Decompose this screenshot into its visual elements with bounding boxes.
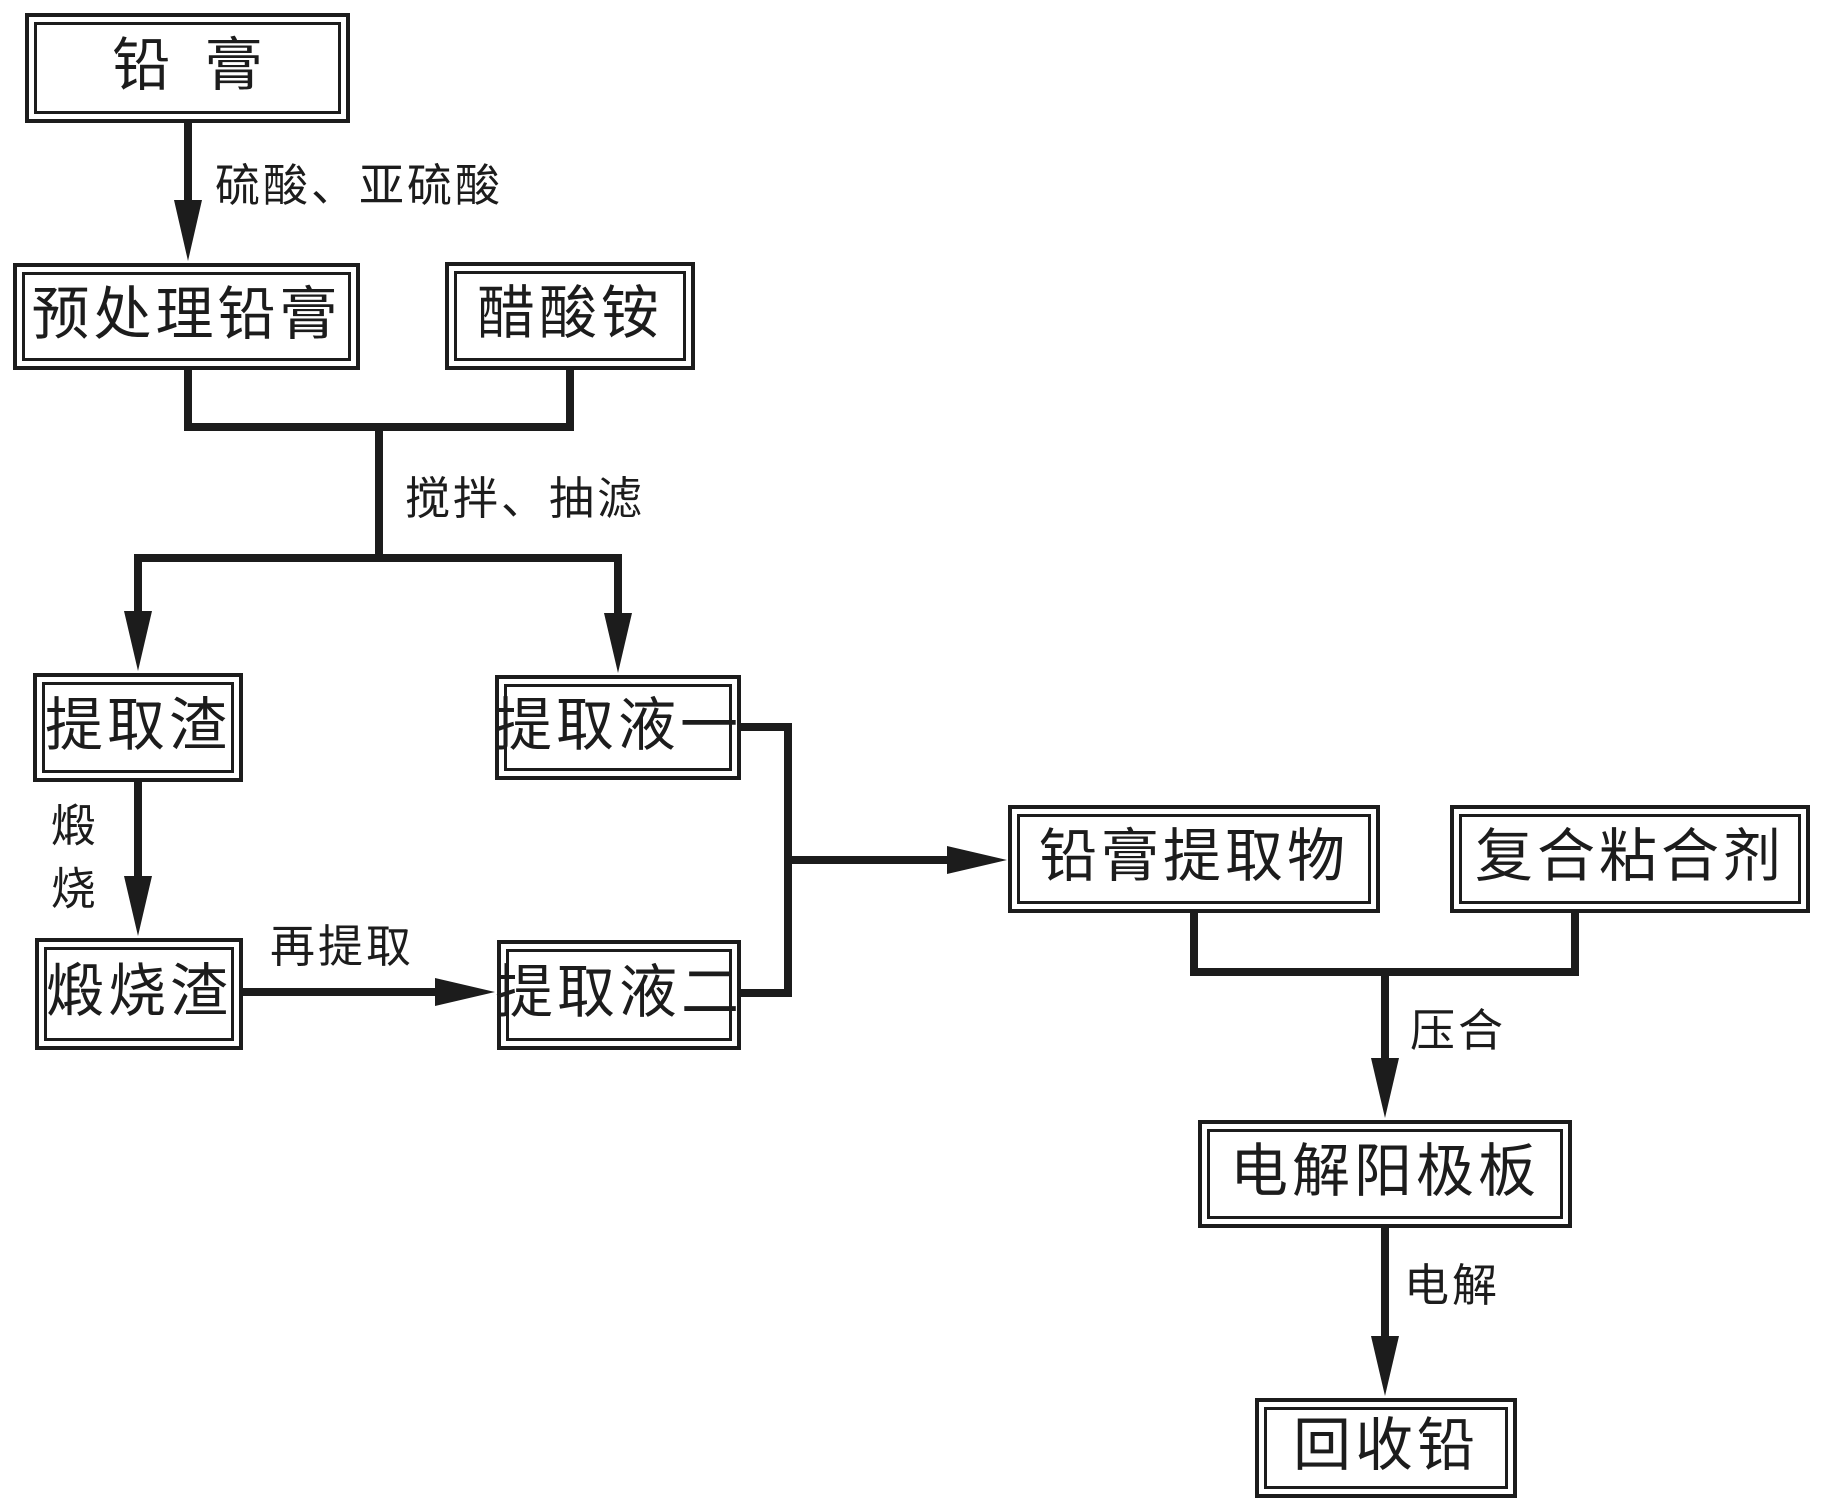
junction-pretreated-ammonium: [124, 368, 632, 673]
node-extraction-residue: 提取渣: [33, 673, 243, 782]
node-ammonium-acetate: 醋酸铵: [445, 262, 695, 370]
node-extract-liquid-2: 提取液二: [495, 940, 741, 1050]
edge-residue-to-calcined: [124, 780, 152, 936]
node-composite-binder: 复合粘合剂: [1450, 805, 1810, 913]
node-recovered-lead-label: 回收铅: [1264, 1407, 1508, 1489]
node-pretreated-lead-paste: 预处理铅膏: [13, 263, 360, 370]
node-electrolytic-anode-plate-label: 电解阳极板: [1207, 1129, 1563, 1219]
node-lead-paste-label: 铅 膏: [34, 22, 341, 114]
junction-extracts-to-paste-extract: [739, 723, 1007, 997]
node-extract-liquid-2-label: 提取液二: [495, 949, 739, 1041]
node-pretreated-lead-paste-label: 预处理铅膏: [22, 272, 351, 361]
node-lead-paste-extract-label: 铅膏提取物: [1017, 814, 1371, 904]
node-calcination-residue: 煅烧渣: [35, 938, 243, 1050]
node-electrolytic-anode-plate: 电解阳极板: [1198, 1120, 1572, 1228]
edge-label-pressing: 压合: [1410, 1006, 1507, 1056]
edge-calcined-to-extract2: [241, 978, 495, 1006]
junction-extract-binder: [1190, 911, 1579, 1118]
edge-leadpaste-to-pretreated: [174, 121, 202, 261]
node-calcination-residue-label: 煅烧渣: [44, 947, 234, 1041]
edge-label-sulfuric-acid: 硫酸、亚硫酸: [215, 161, 504, 211]
node-lead-paste: 铅 膏: [25, 13, 350, 123]
node-ammonium-acetate-label: 醋酸铵: [454, 271, 686, 361]
node-extract-liquid-1: 提取液一: [494, 675, 741, 780]
edge-label-calcination: 煅烧: [43, 802, 94, 928]
node-extract-liquid-1-label: 提取液一: [494, 684, 738, 771]
node-recovered-lead: 回收铅: [1255, 1398, 1517, 1498]
edge-label-stir-filter: 搅拌、抽滤: [405, 474, 646, 524]
node-extraction-residue-label: 提取渣: [42, 682, 234, 773]
edge-anode-to-recovered: [1371, 1226, 1399, 1396]
node-composite-binder-label: 复合粘合剂: [1459, 814, 1801, 904]
node-lead-paste-extract: 铅膏提取物: [1008, 805, 1380, 913]
edge-label-re-extraction: 再提取: [270, 922, 415, 972]
edge-label-electrolysis: 电解: [1404, 1261, 1501, 1311]
